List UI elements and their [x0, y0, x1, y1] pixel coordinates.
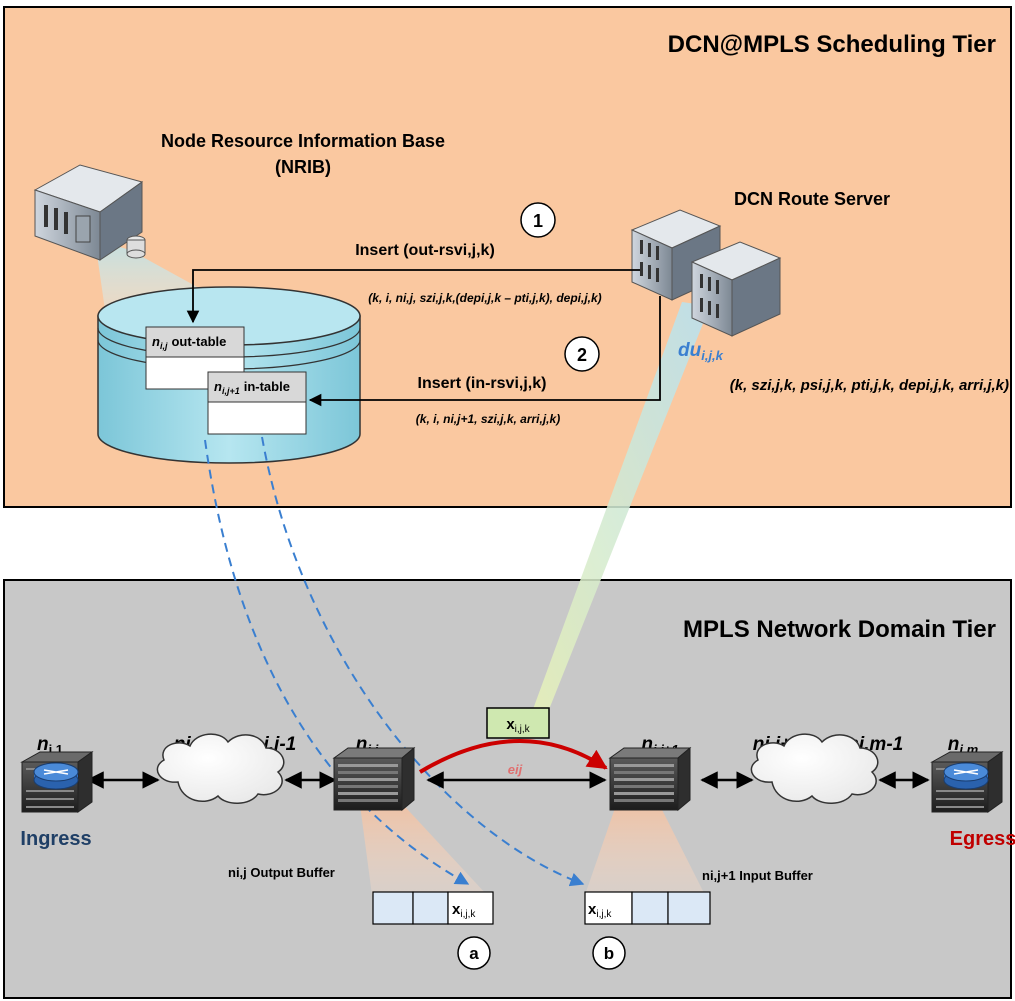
- link-label: eij: [508, 762, 523, 777]
- input-buffer-label: ni,j+1 Input Buffer: [702, 868, 813, 883]
- step-1-tuple: (k, i, ni,j, szi,j,k,(depi,j,k – pti,j,k…: [368, 291, 601, 305]
- dcn-route-server-icon: [630, 209, 782, 337]
- ingress-router-icon: [20, 751, 94, 813]
- link-arrow: [418, 738, 608, 774]
- out-table-to-buffer-arrow: [204, 439, 470, 885]
- step-2-number: 2: [577, 345, 587, 365]
- insert-out-arrow: [186, 269, 640, 324]
- packet-box: [486, 707, 550, 739]
- network-tier-title: MPLS Network Domain Tier: [683, 616, 996, 643]
- output-buffer-cell: xi,j,k: [452, 901, 476, 920]
- step-2-marker: [564, 336, 600, 372]
- router-nij1-icon: [608, 746, 692, 812]
- nrib-title-line2: (NRIB): [275, 157, 331, 177]
- marker-b-label: b: [604, 944, 614, 963]
- input-buffer-cell: xi,j,k: [588, 901, 612, 920]
- egress-router-icon: [930, 751, 1004, 813]
- step-1-number: 1: [533, 211, 543, 231]
- ingress-label: Ingress: [20, 828, 91, 850]
- marker-a: [457, 936, 491, 970]
- packet-label: xi,j,k: [506, 716, 530, 735]
- input-buffer: xi,j,k: [584, 891, 711, 925]
- du-label: dui,j,k: [678, 340, 724, 363]
- router-nij-icon: [332, 746, 416, 812]
- du-tuple: (k, szi,j,k, psi,j,k, pti,j,k, depi,j,k,…: [730, 377, 1009, 394]
- nrib-title-line1: Node Resource Information Base: [161, 131, 445, 151]
- network-cloud-2: [750, 733, 879, 804]
- insert-in-arrow: [308, 296, 661, 407]
- step-1-marker: [520, 202, 556, 238]
- egress-label: Egress: [950, 828, 1015, 850]
- step-2-tuple: (k, i, ni,j+1, szi,j,k, arri,j,k): [416, 412, 560, 426]
- scheduling-tier-title: DCN@MPLS Scheduling Tier: [668, 31, 996, 58]
- nrib-server-icon: [33, 164, 146, 261]
- output-buffer: xi,j,k: [372, 891, 494, 925]
- dcn-route-server-label: DCN Route Server: [734, 189, 890, 209]
- marker-a-label: a: [469, 944, 479, 963]
- output-buffer-label: ni,j Output Buffer: [228, 865, 335, 880]
- step-1-label: Insert (out-rsvi,j,k): [355, 242, 495, 259]
- marker-b: [592, 936, 626, 970]
- route-server-beam: [532, 302, 710, 712]
- step-2-label: Insert (in-rsvi,j,k): [418, 375, 547, 392]
- network-cloud-1: [156, 733, 285, 804]
